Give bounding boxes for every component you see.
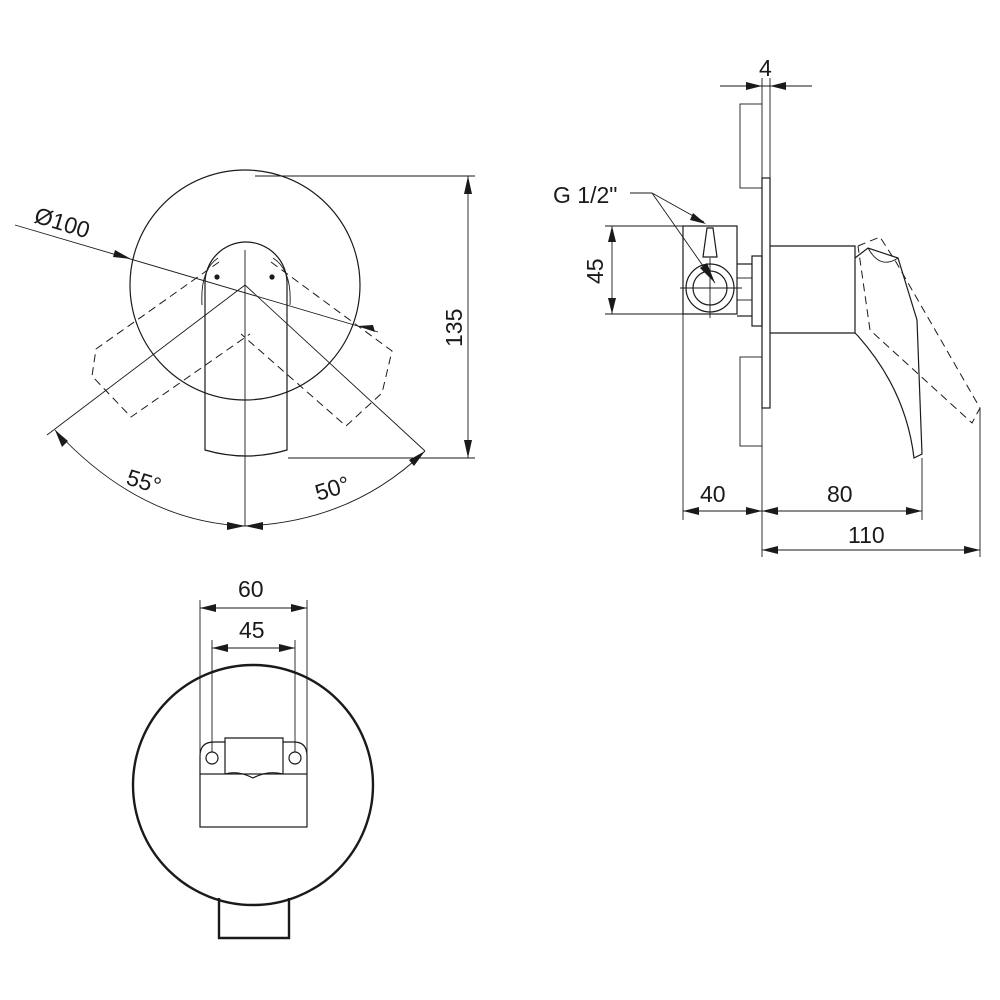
diameter-label: Ø100 — [32, 202, 93, 243]
lever-rotated-right — [240, 261, 393, 427]
outer-width-label: 60 — [238, 576, 264, 602]
angle-arrow-right — [409, 451, 425, 466]
width45-arrow-right — [279, 644, 295, 652]
bottom-plate-circle — [131, 663, 375, 907]
diameter-arrow-bottom — [358, 325, 375, 332]
valve-top-nipple — [702, 227, 718, 258]
depth-arrow-a — [683, 507, 699, 515]
bottom-valve-curve — [224, 772, 284, 779]
depth-front-label: 80 — [827, 481, 853, 507]
centre-line-right — [244, 284, 426, 452]
wall-section-bottom — [739, 356, 763, 447]
side-view: 4 G 1/2" 45 — [553, 55, 981, 557]
angle-arrow-mid-right — [245, 522, 263, 530]
lever-rotated-left — [91, 261, 251, 418]
width60-arrow-right — [291, 604, 307, 612]
mount-hole-right — [288, 751, 302, 765]
depth-arrow-f — [964, 546, 980, 554]
body-height-label: 45 — [582, 258, 608, 284]
width60-arrow-left — [200, 604, 216, 612]
side-cover-plate — [761, 177, 771, 409]
depth-wall-label: 40 — [700, 481, 726, 507]
depth-arrow-c — [762, 507, 778, 515]
depth-arrow-b — [746, 507, 762, 515]
angle-right-label: 50° — [312, 471, 353, 506]
side-lever — [854, 247, 923, 459]
height-label: 135 — [441, 309, 467, 347]
centre-line-left — [46, 284, 246, 436]
diameter-arrow-top — [113, 250, 131, 259]
body-arrow-top — [608, 226, 616, 242]
bottom-handle-stub — [217, 898, 291, 940]
lever-pivot-left — [214, 274, 220, 280]
lever-pivot-right — [269, 274, 275, 280]
plate-arrow-right — [770, 82, 786, 90]
depth-total-label: 110 — [848, 522, 885, 548]
cartridge-housing — [770, 245, 856, 334]
mount-hole-left — [205, 751, 219, 765]
bottom-valve-body — [199, 773, 308, 828]
bottom-view: 60 45 — [131, 576, 375, 940]
angle-arrow-left — [55, 430, 68, 447]
angle-arc — [54, 429, 426, 527]
angle-left-label: 55° — [124, 464, 165, 499]
plate-thickness-label: 4 — [759, 55, 772, 81]
plate-arrow-left — [746, 82, 762, 90]
depth-arrow-d — [906, 507, 922, 515]
thread-arrow-2 — [690, 213, 706, 224]
diameter-leader — [14, 224, 379, 333]
height-arrow-bottom — [464, 440, 472, 458]
wall-section-top — [739, 103, 763, 189]
thread-arrow-1 — [700, 263, 715, 283]
angle-arrow-mid-left — [227, 522, 245, 530]
front-view: Ø100 135 55° 50° — [14, 169, 475, 530]
valve-neck — [751, 255, 763, 327]
side-lever-rotated — [857, 236, 981, 424]
bottom-valve-lug — [199, 737, 308, 774]
height-arrow-top — [464, 176, 472, 194]
width45-arrow-left — [212, 644, 228, 652]
inner-width-label: 45 — [239, 617, 265, 643]
lever-outline — [204, 241, 288, 457]
depth-arrow-e — [762, 546, 778, 554]
lever-top-contour — [201, 257, 291, 306]
thread-label: G 1/2" — [553, 182, 617, 208]
side-lever-detail — [867, 247, 899, 263]
body-arrow-bottom — [608, 298, 616, 314]
